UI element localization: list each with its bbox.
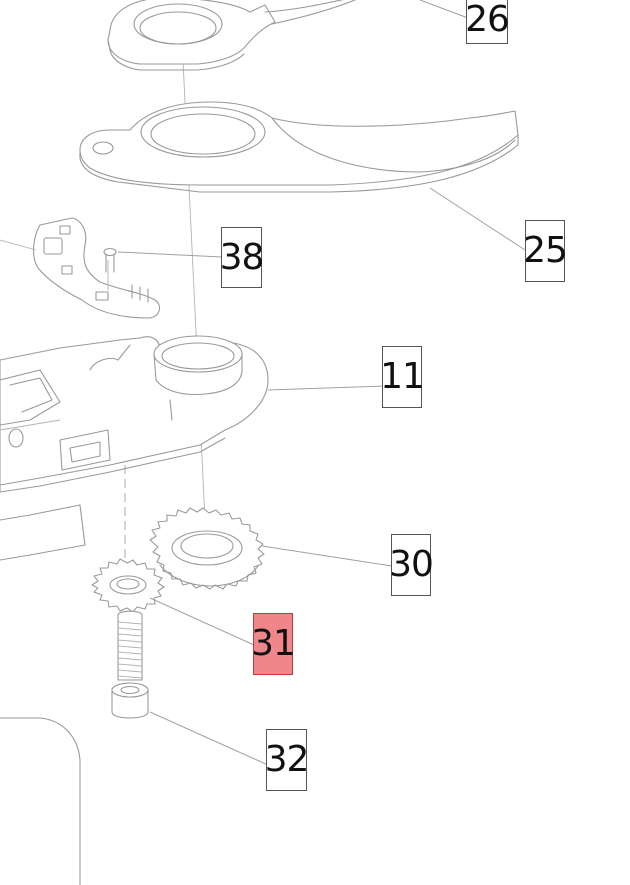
callout-26[interactable]: 26 — [465, 0, 510, 44]
part-25-blade — [79, 101, 519, 193]
leader-26 — [419, 0, 469, 19]
part-30-large-gear — [149, 507, 265, 590]
leader-32 — [149, 711, 269, 766]
part-31-small-gear — [91, 558, 165, 613]
callout-25[interactable]: 25 — [523, 220, 568, 282]
leader-38 — [117, 251, 223, 258]
leader-11 — [267, 385, 385, 391]
leader-25 — [429, 187, 526, 251]
frame-outline — [0, 717, 81, 885]
callout-30[interactable]: 30 — [389, 534, 434, 596]
part-32-screw — [111, 610, 149, 719]
callout-31-highlighted[interactable]: 31 — [251, 613, 296, 675]
callout-38[interactable]: 38 — [220, 227, 264, 288]
callout-11[interactable]: 11 — [380, 346, 425, 408]
part-26-upper-lever — [107, 0, 356, 71]
leader-30 — [261, 545, 393, 567]
part-38-screw — [103, 247, 117, 290]
callout-32[interactable]: 32 — [265, 729, 309, 791]
leader-31 — [149, 597, 255, 646]
part-38-circuit-board — [0, 217, 161, 319]
part-11-housing — [0, 335, 269, 561]
